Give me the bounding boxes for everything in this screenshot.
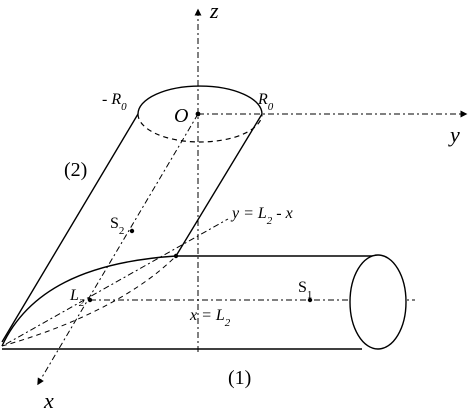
cylinder-2-right-side — [175, 113, 263, 257]
label-y: y — [448, 122, 460, 147]
point-o — [195, 111, 201, 117]
label-eq-x: x = L2 — [189, 307, 231, 329]
x-axis — [37, 113, 199, 386]
label-s2: S2 — [110, 215, 124, 237]
cylinder-2-top-ellipse-back — [137, 113, 263, 143]
point-intersection — [173, 253, 179, 259]
cylinder-2-top-ellipse-front — [137, 85, 263, 115]
cylinder-2-left-side — [1, 113, 139, 343]
intersection-curve-hidden — [1, 255, 177, 347]
label-r0-left: - R0 — [102, 91, 127, 113]
cylinder-1-end-ellipse — [349, 254, 407, 350]
label-z: z — [209, 0, 219, 23]
intersection-curve — [1, 255, 177, 347]
label-x: x — [43, 388, 54, 413]
point-l2 — [87, 297, 93, 303]
label-origin: O — [174, 105, 188, 127]
point-s1 — [307, 297, 313, 303]
label-cylinder-1: (1) — [228, 367, 251, 389]
label-r0-right: R0 — [257, 91, 274, 113]
line-y-equals-l2-minus-x — [5, 218, 229, 345]
point-s2 — [129, 228, 135, 234]
label-eq-y: y = L2 - x — [230, 205, 293, 227]
label-cylinder-2: (2) — [64, 159, 87, 181]
label-s1: S1 — [298, 279, 312, 301]
label-l2: L2 — [69, 287, 85, 309]
